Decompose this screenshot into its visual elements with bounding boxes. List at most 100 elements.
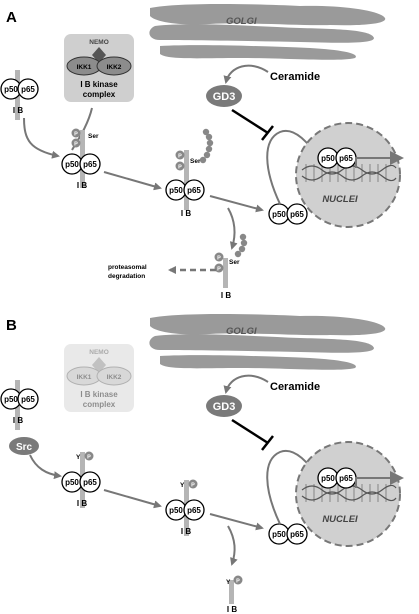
svg-text:p65: p65 [187,186,201,195]
svg-text:P: P [191,483,195,489]
degradation-line2: degradation [108,273,145,280]
nfkb-ikb-complex-b1: p50 p65 I B [0,380,39,430]
svg-text:p50: p50 [4,395,18,404]
kinase-line2: complex [83,90,116,99]
arrow-b-free-nfkb [209,513,264,531]
panel-a-letter: A [6,9,17,26]
ikk2-label: IKK2 [107,64,122,71]
src-node [9,437,39,455]
svg-text:IKK1: IKK1 [77,374,92,381]
svg-text:p65: p65 [187,506,201,515]
arrow-to-tyr-phospho [29,454,62,480]
degraded-ikb: P P Ser I B [214,233,248,300]
svg-text:P: P [74,132,78,138]
ceramide-label-b: Ceramide [270,381,320,393]
golgi-shape-b [149,314,386,370]
svg-text:P: P [217,256,221,262]
svg-text:I B kinase: I B kinase [80,390,118,399]
nemo-label: NEMO [89,39,109,46]
svg-text:I B: I B [221,291,231,300]
arrow-to-free-nfkb [209,195,264,213]
svg-text:p65: p65 [290,210,304,219]
panel-a: A GOLGI Ceramide GD3 NEMO IKK1 IKK2 I B … [0,4,404,300]
nucleus-b: p50 p65 NUCLEI [295,441,404,547]
svg-text:p50: p50 [65,478,79,487]
ikk1-label: IKK1 [77,64,92,71]
svg-text:p65: p65 [21,395,35,404]
gd3-inhibition-line [231,108,269,135]
transcription-arrow [355,151,404,168]
golgi-label-b: GOLGI [226,326,257,337]
ceramide-to-gd3-arrow-b [223,374,269,394]
tyr-label: Y [76,454,81,461]
ikk-complex-faded: NEMO IKK1 IKK2 I B kinase complex [64,344,134,412]
svg-text:p50: p50 [321,154,335,163]
arrow-b-step2 [103,489,162,509]
svg-text:P: P [236,579,240,585]
p50-label: p50 [4,85,18,94]
svg-text:I B: I B [181,527,191,536]
arrow-to-ubiquitin [103,171,162,191]
svg-text:P: P [74,142,78,148]
p65-label: p65 [21,85,35,94]
ceramide-to-gd3-arrow [223,64,269,84]
svg-text:p50: p50 [169,506,183,515]
svg-text:complex: complex [83,400,116,409]
svg-text:Ser: Ser [229,259,240,266]
nucleus-label: NUCLEI [322,194,358,205]
gd3-inhibition-bar [261,125,274,141]
svg-text:I B: I B [227,605,237,614]
svg-text:I B: I B [13,416,23,425]
panel-b-letter: B [6,317,17,334]
svg-text:I B: I B [77,181,87,190]
svg-text:Ser: Ser [190,158,201,165]
svg-text:p50: p50 [65,160,79,169]
panel-b: B GOLGI Ceramide GD3 NEMO IKK1 IKK2 I B … [0,314,404,614]
gd3-node-b [206,395,242,417]
svg-text:P: P [178,154,182,160]
nfkb-ikb-complex-b3: Y P p50 p65 I B [165,479,205,536]
svg-text:P: P [217,267,221,273]
svg-text:p65: p65 [83,478,97,487]
degradation-line1: proteasomal [108,264,147,271]
gd3-label: GD3 [213,91,236,103]
gd3-inhibition-line-b [231,418,269,445]
ser-label: Ser [88,133,99,140]
svg-text:p50: p50 [169,186,183,195]
svg-text:IKK2: IKK2 [107,374,122,381]
transcription-arrow-b [355,471,404,488]
free-nfkb-a: p50 p65 [268,203,308,225]
gd3-node [206,85,242,107]
released-ikb: Y P I B [226,575,243,614]
gd3-inhibition-bar-b [261,435,274,451]
golgi-shape [149,4,386,60]
ikk2-shape [96,56,132,76]
svg-text:p50: p50 [272,210,286,219]
svg-text:NEMO: NEMO [89,349,109,356]
src-label: Src [16,442,33,453]
nucleus-a: p50 p65 NUCLEI [295,122,404,228]
svg-text:p50: p50 [321,474,335,483]
gd3-label-b: GD3 [213,401,236,413]
arrow-to-phospho [23,117,60,159]
nfkb-ikb-complex-3: P P Ser p50 p65 I B [165,128,214,218]
svg-text:p50: p50 [272,530,286,539]
nfkb-ikb-complex-b2: Y P p50 p65 I B [61,451,101,508]
ib-label: I B [13,106,23,115]
ubiquitin-chain [199,128,214,164]
nucleus-label-b: NUCLEI [322,514,358,525]
kinase-line1: I B kinase [80,80,118,89]
arrow-b-ikb-release [227,525,238,566]
svg-text:I B: I B [77,499,87,508]
svg-text:I B: I B [181,209,191,218]
arrow-to-degraded-ikb [227,207,238,250]
free-nfkb-b: p50 p65 [268,523,308,545]
nfkb-ikb-complex-2: P P Ser p50 p65 I B [61,128,101,190]
svg-text:P: P [178,165,182,171]
nfkb-ikb-complex-1: p50 p65 I B [0,70,39,120]
svg-text:p65: p65 [290,530,304,539]
ceramide-label: Ceramide [270,71,320,83]
svg-text:Y: Y [226,579,231,586]
